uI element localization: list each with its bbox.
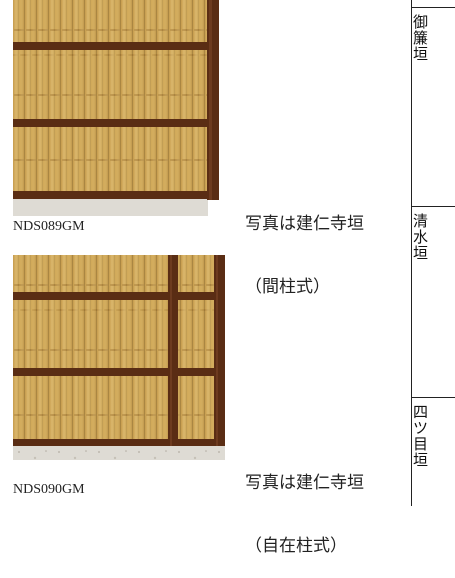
product-code-2: NDS090GM — [13, 482, 85, 497]
caption-1-line1: 写真は建仁寺垣 — [245, 214, 364, 234]
side-table: 御簾垣 清水垣 四ツ目垣 — [411, 0, 455, 506]
table-cell-misugaki: 御簾垣 — [413, 13, 429, 63]
fence-image-2 — [13, 255, 225, 460]
product-caption-1: 写真は建仁寺垣 （間柱式） — [245, 172, 364, 319]
product-caption-2: 写真は建仁寺垣 （自在柱式） — [245, 431, 364, 578]
table-cell-shimizugaki: 清水垣 — [413, 212, 429, 262]
fence-photo-kenninji-mabashira — [13, 0, 236, 200]
table-cell-yotsumegaki: 四ツ目垣 — [413, 403, 429, 469]
product-code-1: NDS089GM — [13, 219, 85, 234]
stone-base-1 — [13, 200, 208, 216]
caption-2-line1: 写真は建仁寺垣 — [245, 473, 364, 493]
fence-image-1 — [13, 0, 236, 200]
side-table-lines — [411, 0, 455, 506]
caption-2-line2: （自在柱式） — [245, 536, 347, 556]
fence-photo-kenninji-jizai — [13, 255, 225, 460]
caption-1-line2: （間柱式） — [245, 277, 330, 297]
